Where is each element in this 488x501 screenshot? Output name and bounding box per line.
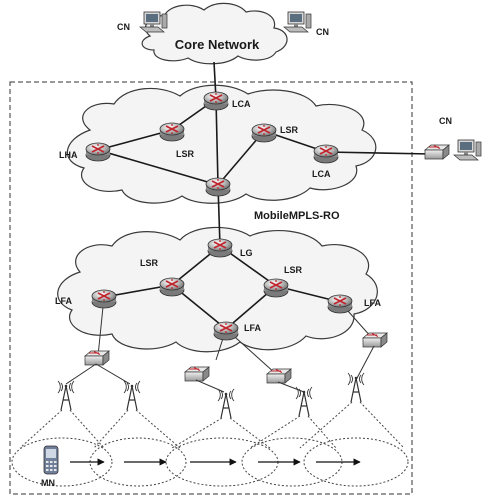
cn-label-left: CN — [117, 22, 130, 32]
cn-label-far-right: CN — [439, 116, 452, 126]
router-lsr-lower-right-label: LSR — [284, 265, 303, 275]
router-lfa-left-label: LFA — [55, 296, 72, 306]
router-lfa-right: LFA — [327, 294, 381, 314]
router-lg: LG — [207, 238, 253, 258]
mn-label: MN — [41, 478, 55, 488]
lower-cloud — [57, 226, 378, 353]
cn-computer-left: CN — [117, 11, 168, 33]
upper-cloud — [66, 84, 377, 204]
cn-computer-right: CN — [283, 11, 329, 37]
router-lca-right: LCA — [312, 144, 339, 179]
router-lsr-lower-right: LSR — [263, 265, 303, 298]
router-lsr-upper-left-label: LSR — [176, 149, 195, 159]
domain-label: MobileMPLS-RO — [254, 210, 340, 222]
mobile-node-phone-icon — [43, 445, 59, 475]
router-lca-right-label: LCA — [312, 169, 331, 179]
router-lsr-upper-right-label: LSR — [280, 125, 299, 135]
router-lg-label: LG — [240, 248, 253, 258]
cn-label-right: CN — [316, 27, 329, 37]
core-network-cloud: Core Network — [141, 2, 288, 65]
core-network-label: Core Network — [175, 37, 260, 52]
mpls-domain-boundary — [9, 81, 413, 495]
router-lha-label: LHA — [59, 150, 78, 160]
router-lfa-right-label: LFA — [364, 298, 381, 308]
base-station-towers — [57, 372, 365, 419]
router-lfa-left: LFA — [55, 289, 117, 309]
cn-switch-right — [424, 144, 450, 160]
router-lfa-mid-label: LFA — [244, 323, 261, 333]
router-lfa-mid: LFA — [213, 321, 261, 341]
router-lca-top: LCA — [203, 91, 251, 111]
router-lha: LHA — [59, 142, 111, 162]
coverage-cones — [19, 401, 405, 449]
router-lsr-lower-left-label: LSR — [140, 258, 159, 268]
router-core-gateway — [205, 177, 231, 197]
router-lsr-upper-right: LSR — [251, 123, 299, 143]
router-lca-top-label: LCA — [232, 99, 251, 109]
router-lsr-lower-left: LSR — [140, 258, 185, 297]
router-lsr-upper-left: LSR — [159, 122, 195, 159]
switch-tower-links — [65, 345, 375, 393]
cn-computer-far-right: CN — [439, 116, 482, 161]
